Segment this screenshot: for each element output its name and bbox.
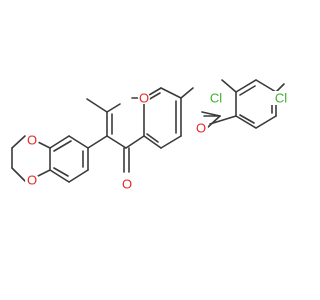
bond [206, 115, 221, 129]
bond [275, 83, 285, 93]
bond [49, 169, 70, 183]
bonds [11, 79, 285, 183]
bond [11, 167, 26, 182]
bond [86, 98, 108, 113]
bond [239, 85, 256, 96]
bond [255, 115, 277, 129]
bond [180, 87, 194, 99]
bond [37, 141, 51, 149]
bond [68, 135, 89, 149]
atom-label-o-ether: O [196, 121, 206, 136]
bond [160, 87, 182, 99]
atom-label-o-dioxepine-top: O [27, 133, 37, 148]
bond [68, 169, 89, 183]
bond [37, 169, 51, 177]
bond [160, 135, 182, 149]
molecule-diagram: O O O O O Cl Cl [11, 79, 291, 192]
bond [87, 135, 108, 149]
atom-label-cl-para: Cl [275, 91, 287, 106]
bond [146, 133, 159, 143]
bond [11, 135, 26, 149]
atom-labels: O O O O O Cl Cl [25, 91, 291, 192]
atom-label-o-dioxepine-bottom: O [27, 173, 37, 188]
bond [53, 167, 69, 177]
bond [125, 135, 145, 149]
bond [106, 103, 121, 113]
bond [255, 79, 277, 93]
atom-label-cl-ortho: Cl [210, 91, 222, 106]
atom-label-o-keto: O [122, 177, 132, 192]
bond [209, 115, 237, 125]
atom-label-o-pyran: O [139, 91, 149, 106]
bond [221, 79, 237, 93]
bond [239, 114, 255, 124]
bond [49, 135, 70, 149]
bond [235, 115, 257, 129]
bond [235, 79, 257, 93]
bond [147, 92, 161, 101]
bond [53, 140, 72, 152]
bond [106, 135, 127, 149]
bond [143, 135, 162, 149]
bond [201, 111, 221, 117]
